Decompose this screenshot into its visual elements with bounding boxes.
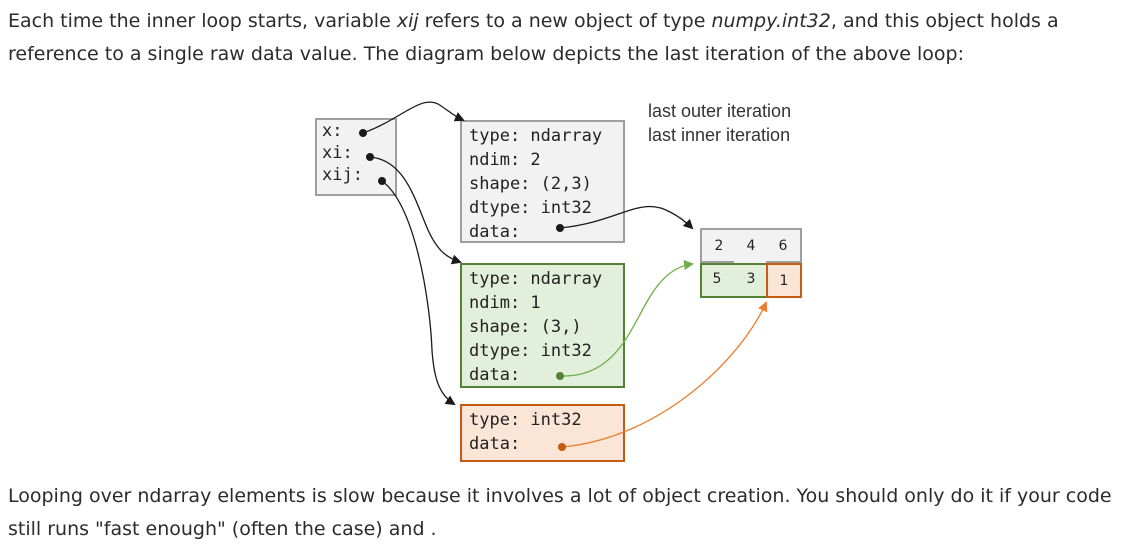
outer-shape: shape: (2,3) xyxy=(469,174,592,194)
inner-data: data: xyxy=(469,365,521,385)
intro-text-1: Each time the inner loop starts, variabl… xyxy=(8,10,397,32)
arrow-outer-data xyxy=(559,205,694,230)
pointer-dot-scalar-data xyxy=(558,443,566,451)
int32-scalar-box: type: int32 data: xyxy=(460,404,625,462)
raw-cell: 6 xyxy=(766,228,802,263)
arrow-scalar-data xyxy=(561,301,768,448)
outer-dtype: dtype: int32 xyxy=(469,198,592,218)
intro-text-3: , and this object holds a reference to a… xyxy=(8,10,1059,65)
inner-type: type: ndarray xyxy=(469,269,603,289)
pointer-dot-outer-data xyxy=(556,224,564,232)
type-name: numpy.int32 xyxy=(711,10,831,32)
var-x: x: xyxy=(322,121,343,141)
pointer-dot-inner-data xyxy=(556,372,564,380)
caption-outer-iteration: last outer iteration xyxy=(648,101,792,121)
raw-cell: 4 xyxy=(734,228,768,263)
intro-text-2: refers to a new object of type xyxy=(418,10,712,32)
arrow-xi xyxy=(369,156,462,265)
scalar-type: type: int32 xyxy=(469,410,582,430)
caption-inner-iteration: last inner iteration xyxy=(648,125,791,145)
pointer-dot-x xyxy=(359,129,367,137)
outer-ndim: ndim: 2 xyxy=(469,150,541,170)
arrow-x xyxy=(362,101,465,134)
inner-ndim: ndim: 1 xyxy=(469,293,541,313)
pointer-dot-xi xyxy=(366,153,374,161)
variable-name: xij xyxy=(396,10,419,32)
var-xij: xij: xyxy=(322,165,363,185)
conclusion-paragraph: Looping over ndarray elements is slow be… xyxy=(8,485,1112,540)
raw-cell: 2 xyxy=(700,228,736,263)
inner-dtype: dtype: int32 xyxy=(469,341,592,361)
outer-ndarray-box: type: ndarray ndim: 2 shape: (2,3) dtype… xyxy=(460,120,625,243)
inner-shape: shape: (3,) xyxy=(469,317,582,337)
arrow-xij xyxy=(381,180,456,406)
outer-data: data: xyxy=(469,222,521,242)
var-xi: xi: xyxy=(322,143,353,163)
raw-cell: 3 xyxy=(746,271,756,287)
pointer-dot-xij xyxy=(378,177,386,185)
intro-paragraph: Each time the inner loop starts, variabl… xyxy=(8,5,1118,71)
raw-cell-current: 1 xyxy=(766,263,802,298)
scalar-data: data: xyxy=(469,434,521,454)
raw-cell-row2-bg xyxy=(700,263,768,298)
raw-cell: 5 xyxy=(712,271,722,287)
arrow-inner-data xyxy=(559,260,694,377)
outer-type: type: ndarray xyxy=(469,126,603,146)
